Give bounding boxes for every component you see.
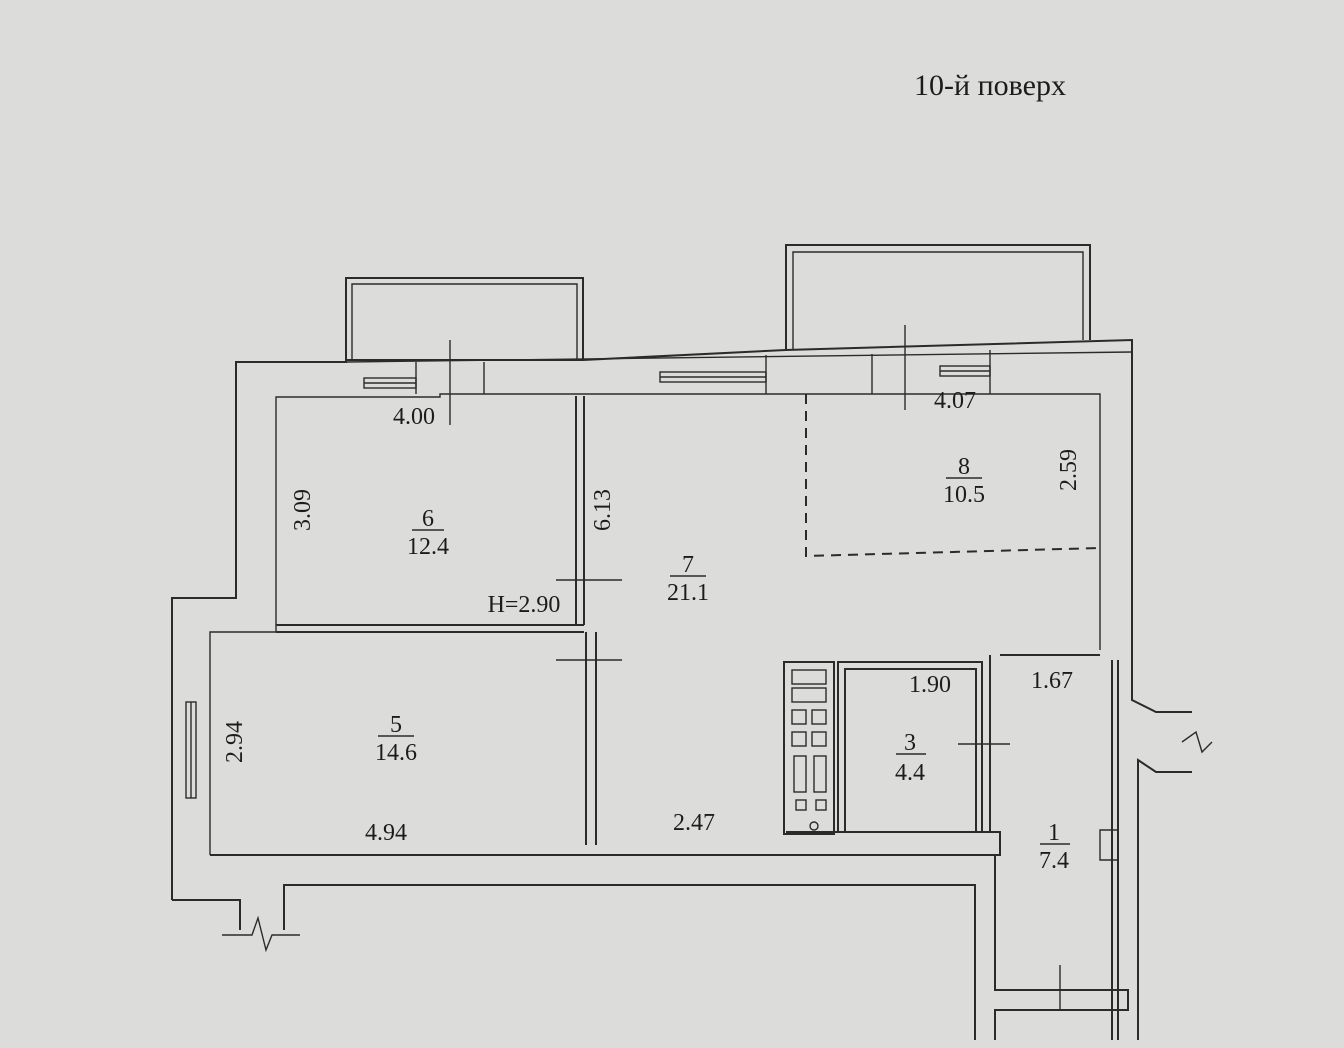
room-3-area: 4.4 bbox=[895, 760, 925, 786]
window-room7 bbox=[659, 371, 767, 383]
window-room8 bbox=[939, 365, 991, 377]
dim-room6-depth: 3.09 bbox=[290, 489, 316, 531]
dim-room6-width: 4.00 bbox=[393, 404, 435, 430]
room-8-number: 8 bbox=[958, 454, 970, 480]
balcony-right bbox=[785, 244, 1091, 350]
room-8-label: 8 10.5 bbox=[943, 454, 985, 508]
dim-room5-width: 4.94 bbox=[365, 820, 407, 846]
kitchen-cabinet bbox=[783, 661, 835, 835]
break-symbol-left bbox=[222, 915, 300, 953]
dim-room7-depth: 6.13 bbox=[590, 489, 616, 531]
room-3-label: 3 4.4 bbox=[895, 730, 926, 786]
room-7-number: 7 bbox=[682, 552, 694, 578]
room-7-area: 21.1 bbox=[667, 580, 709, 606]
room-5-label: 5 14.6 bbox=[375, 712, 417, 766]
room-6-number: 6 bbox=[422, 506, 434, 532]
room-1-area: 7.4 bbox=[1039, 848, 1069, 874]
dim-room1-width: 1.67 bbox=[1031, 668, 1073, 694]
dim-room8-width: 4.07 bbox=[934, 388, 976, 414]
dim-room8-depth: 2.59 bbox=[1056, 449, 1082, 491]
room-1-label: 1 7.4 bbox=[1039, 820, 1070, 874]
outer-walls bbox=[171, 338, 1192, 1040]
dim-room3-width: 1.90 bbox=[909, 672, 951, 698]
ceiling-height: H=2.90 bbox=[488, 592, 561, 618]
room-3-number: 3 bbox=[904, 730, 916, 756]
room8-boundary bbox=[805, 394, 1101, 558]
dim-room7-bottom: 2.47 bbox=[673, 810, 715, 836]
wall-piers bbox=[415, 350, 991, 394]
room-5-number: 5 bbox=[390, 712, 402, 738]
room-1-number: 1 bbox=[1048, 820, 1060, 846]
window-room6 bbox=[363, 377, 417, 389]
break-symbol-right bbox=[1181, 730, 1213, 754]
room-7-label: 7 21.1 bbox=[667, 552, 709, 606]
dim-room5-depth: 2.94 bbox=[222, 721, 248, 763]
room-8-area: 10.5 bbox=[943, 482, 985, 508]
room-6-label: 6 12.4 bbox=[407, 506, 449, 560]
window-room5 bbox=[185, 701, 197, 799]
room-6-area: 12.4 bbox=[407, 534, 449, 560]
partitions bbox=[210, 396, 1129, 1040]
balcony-left bbox=[345, 277, 584, 360]
door-marks bbox=[449, 325, 1061, 1010]
room-5-area: 14.6 bbox=[375, 740, 417, 766]
floor-title: 10-й поверх bbox=[914, 69, 1066, 102]
